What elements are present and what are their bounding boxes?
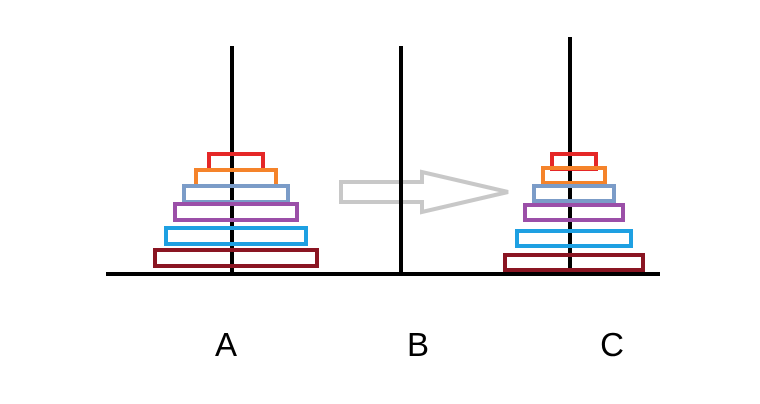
disk-a-largest [153,248,319,268]
move-arrow [339,169,509,215]
disk-a-third [182,184,290,204]
disk-c-fourth [523,203,625,222]
disk-a-smallest [207,152,265,172]
peg-label-a: A [214,326,238,363]
disk-c-largest [503,253,645,272]
disk-a-second [194,168,278,188]
disk-c-fifth [515,229,633,248]
disk-a-fifth [164,226,308,246]
disk-a-fourth [173,202,299,222]
disk-c-second [541,166,607,185]
peg-label-b: B [406,326,430,363]
disk-c-third [532,184,616,203]
peg-label-c: C [600,326,624,363]
